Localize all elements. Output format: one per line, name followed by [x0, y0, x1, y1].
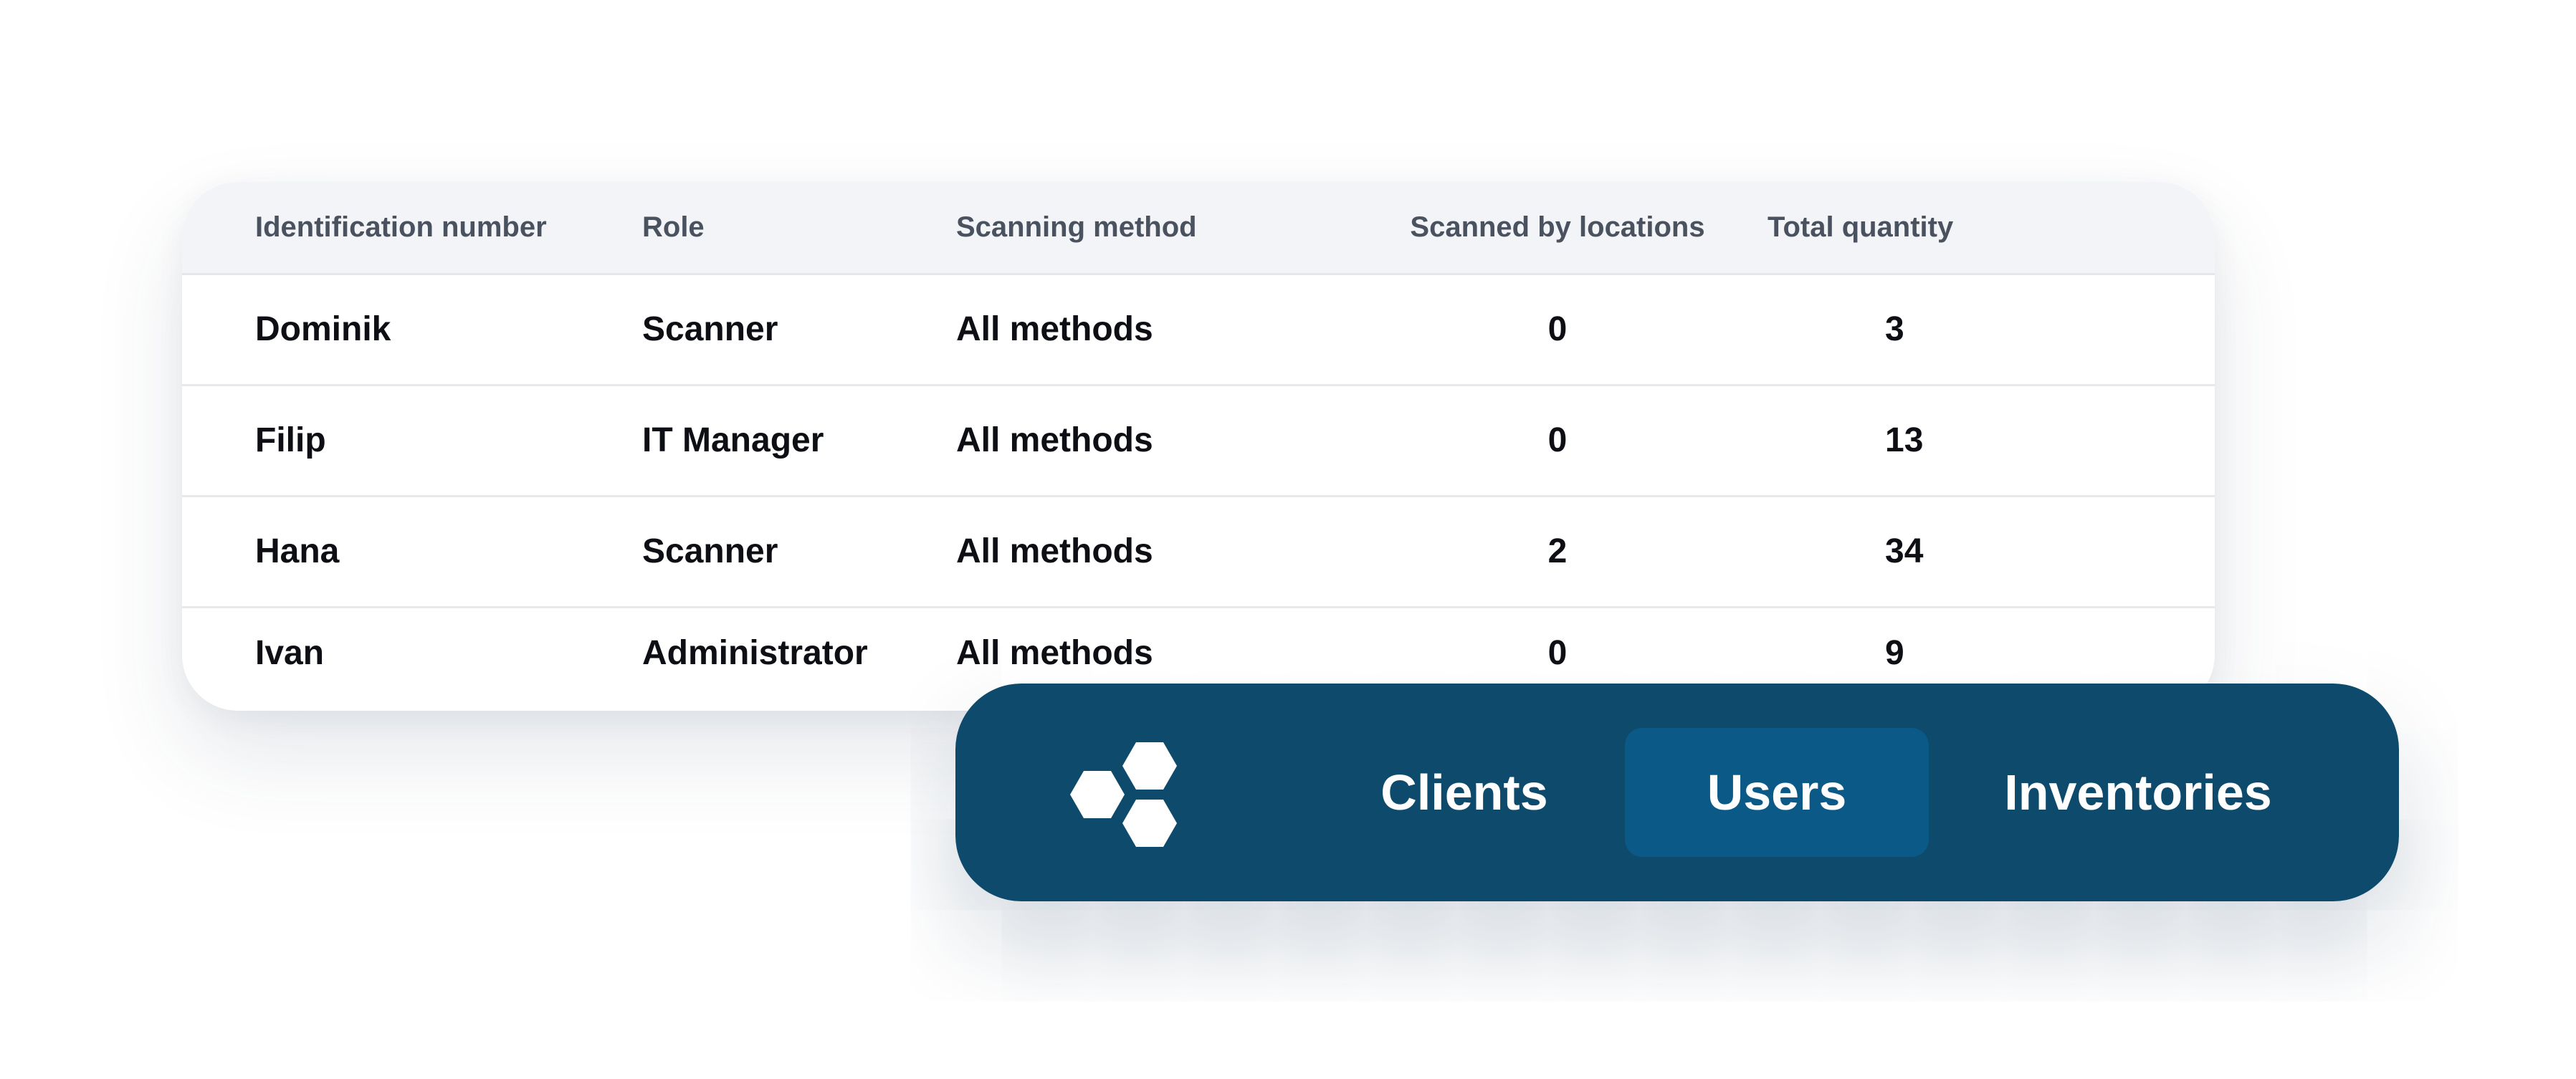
table-header-row: Identification number Role Scanning meth… [182, 182, 2215, 275]
cell-total-quantity: 34 [1768, 496, 2215, 608]
header-identification-number[interactable]: Identification number [182, 182, 642, 275]
cell-total-quantity: 9 [1885, 633, 1904, 672]
nav-item-inventories[interactable]: Inventories [2004, 764, 2272, 820]
table-row[interactable]: Filip IT Manager All methods 0 13 [182, 385, 2215, 497]
hexagon-top [1122, 742, 1177, 790]
cell-role: Administrator [642, 633, 868, 672]
header-role[interactable]: Role [642, 182, 956, 275]
cell-scanned-by-locations: 0 [1347, 385, 1768, 497]
header-scanning-method[interactable]: Scanning method [956, 182, 1347, 275]
cell-identification-number: Ivan [255, 633, 325, 672]
cell-scanning-method: All methods [956, 633, 1153, 672]
cell-scanning-method: All methods [956, 274, 1347, 386]
hexagon-bottom [1122, 800, 1177, 847]
cell-scanned-by-locations: 0 [1547, 633, 1568, 672]
hexagon-cluster-icon[interactable] [1070, 741, 1185, 855]
cell-role: IT Manager [642, 385, 956, 497]
cell-scanning-method: All methods [956, 385, 1347, 497]
nav-item-users[interactable]: Users [1625, 728, 1929, 857]
main-navigation-bar: Clients Users Inventories [955, 684, 2399, 901]
cell-identification-number: Hana [182, 496, 642, 608]
nav-item-clients[interactable]: Clients [1380, 764, 1548, 820]
header-total-quantity[interactable]: Total quantity [1768, 182, 2215, 275]
table-row[interactable]: Dominik Scanner All methods 0 3 [182, 274, 2215, 386]
table-row[interactable]: Hana Scanner All methods 2 34 [182, 496, 2215, 608]
users-table-card: Identification number Role Scanning meth… [182, 182, 2215, 711]
cell-identification-number: Filip [182, 385, 642, 497]
cell-role: Scanner [642, 274, 956, 386]
hexagon-left [1070, 771, 1125, 818]
cell-scanned-by-locations: 0 [1347, 274, 1768, 386]
cell-role: Scanner [642, 496, 956, 608]
users-table: Identification number Role Scanning meth… [182, 182, 2215, 707]
header-scanned-by-locations[interactable]: Scanned by locations [1347, 182, 1768, 275]
cell-scanning-method: All methods [956, 496, 1347, 608]
cell-identification-number: Dominik [182, 274, 642, 386]
cell-total-quantity: 3 [1768, 274, 2215, 386]
table-row[interactable]: Ivan Administrator All methods 0 9 [182, 607, 2215, 707]
cell-scanned-by-locations: 2 [1347, 496, 1768, 608]
cell-total-quantity: 13 [1768, 385, 2215, 497]
